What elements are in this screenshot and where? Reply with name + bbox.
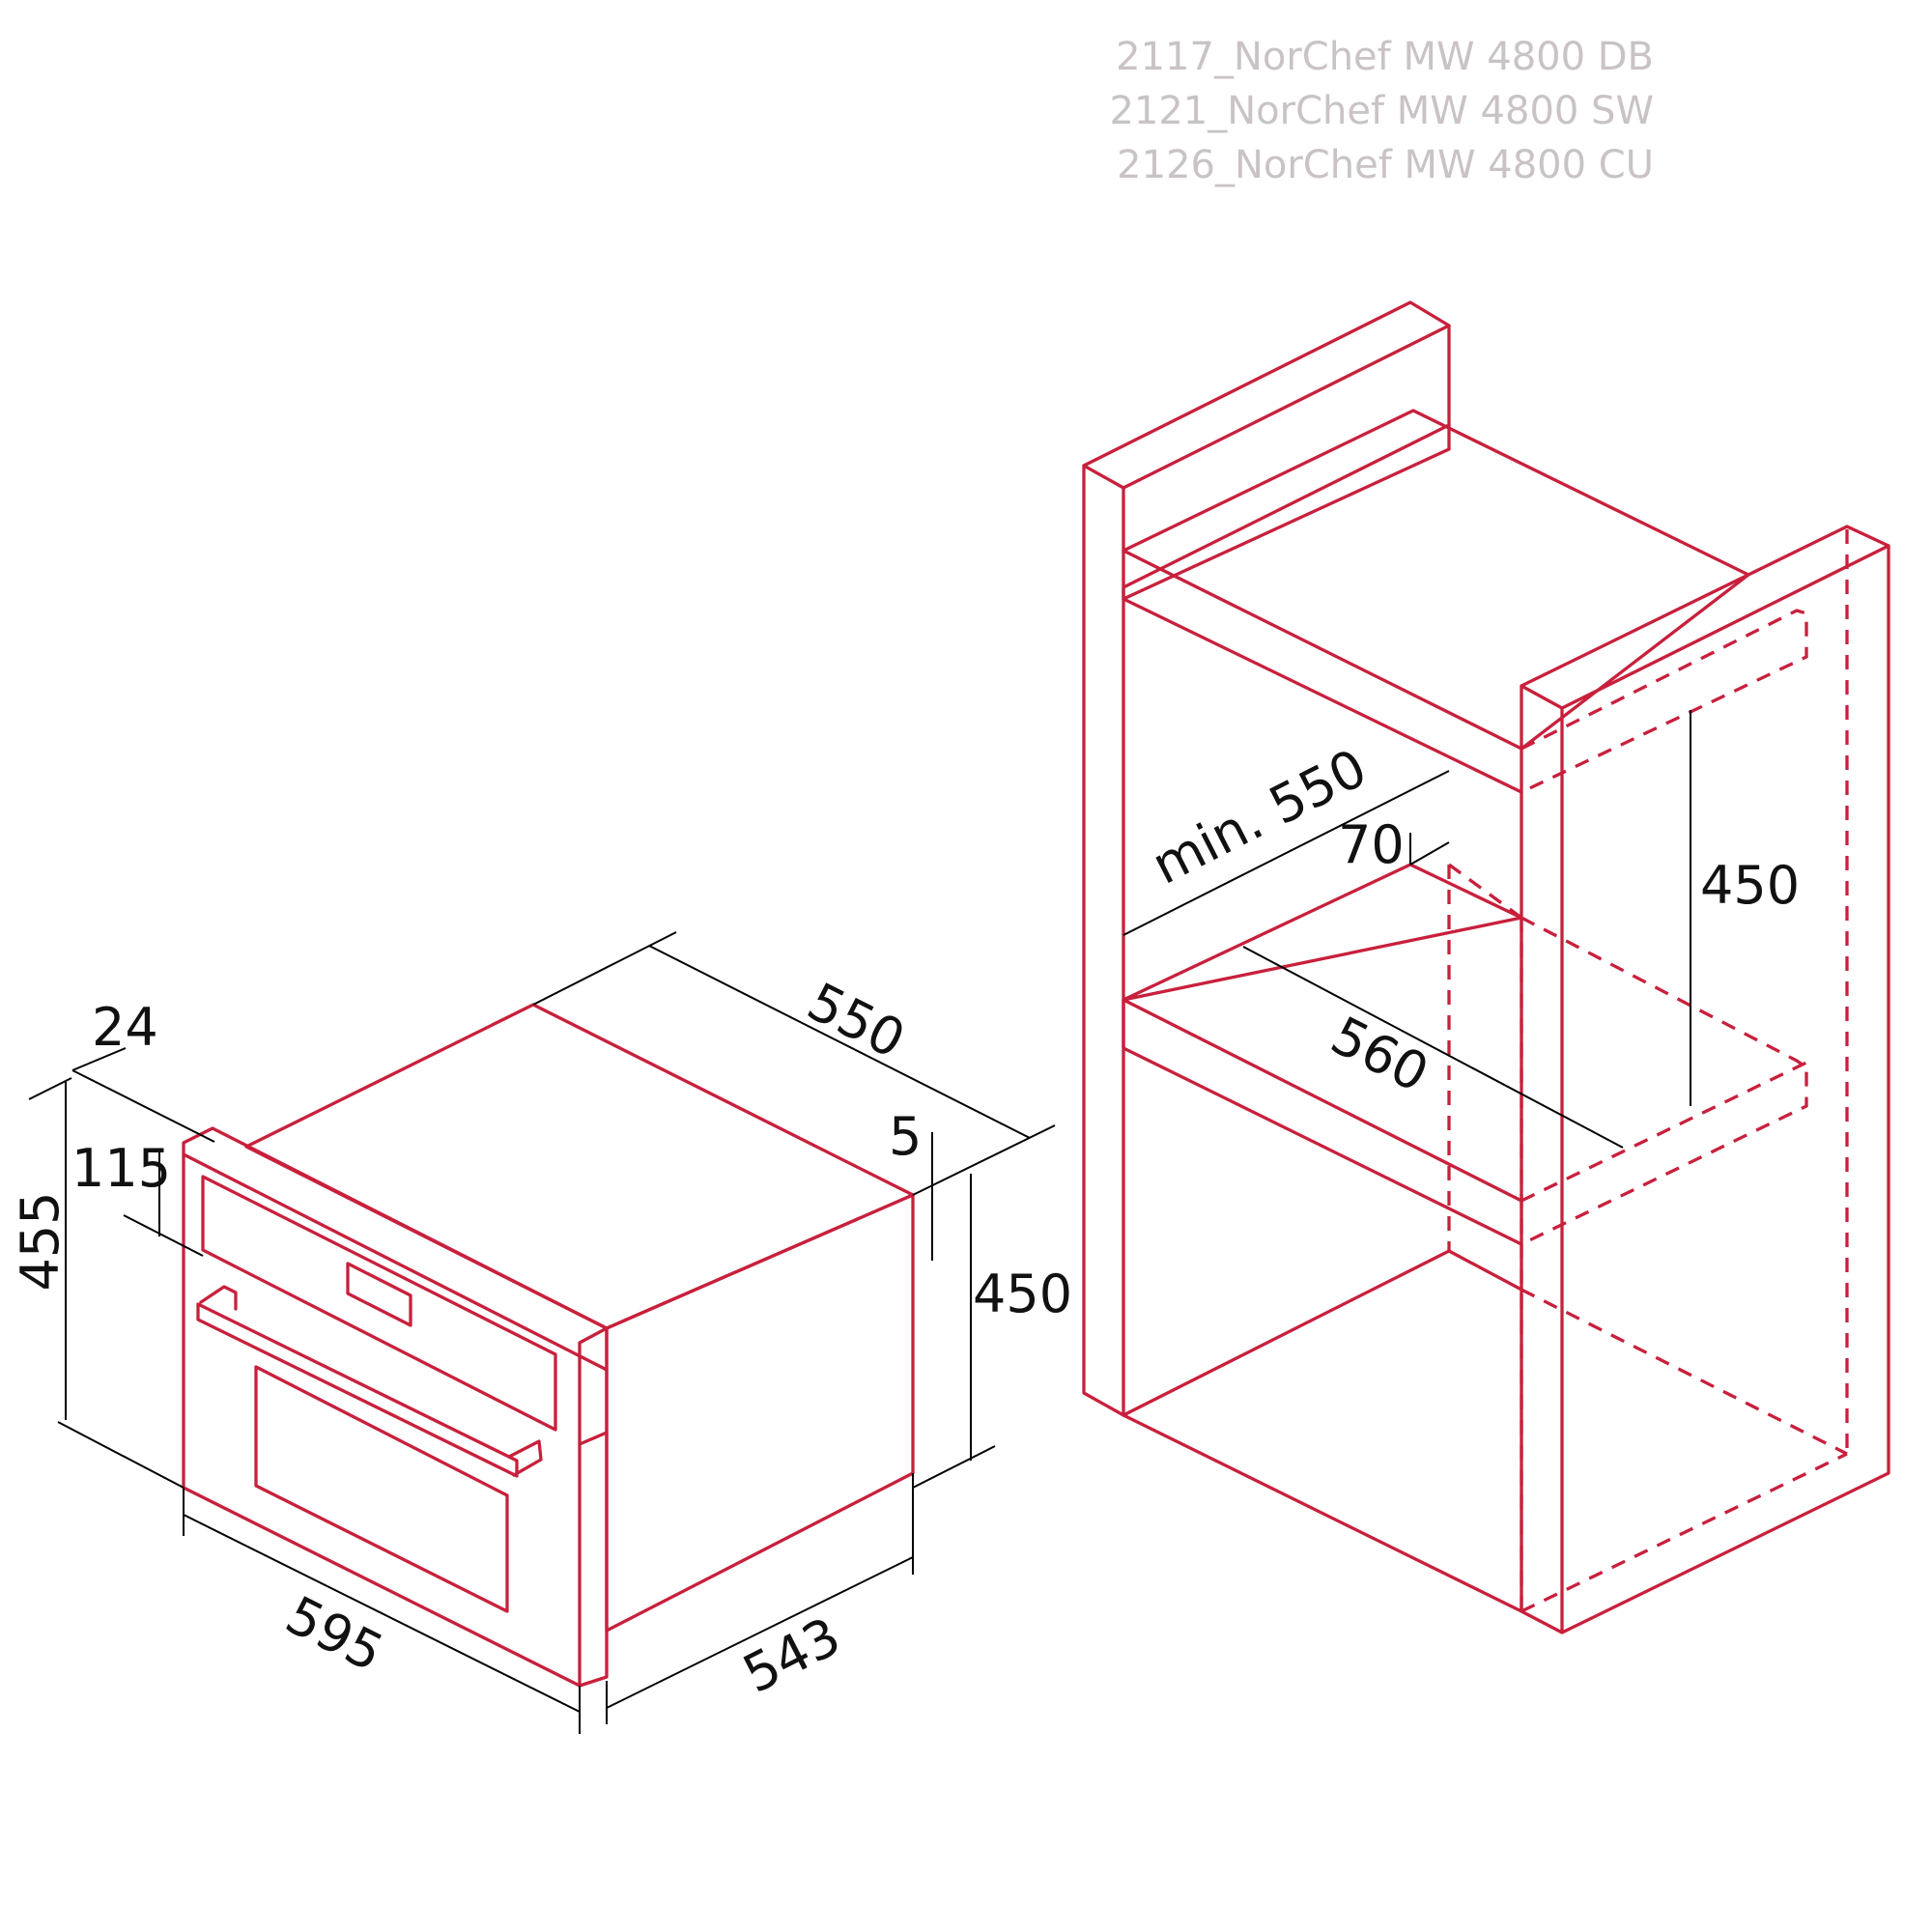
niche-right-panel (1520, 525, 1890, 1634)
display-window (346, 1262, 412, 1327)
appliance-drawing: 24 115 455 550 5 450 595 543 (10, 931, 1072, 1734)
dim-front-thickness: 24 (92, 997, 158, 1058)
dim-gap: 5 (889, 1106, 922, 1167)
dim-front-width: 595 (276, 1584, 392, 1684)
dim-rear-gap: 70 (1338, 814, 1405, 875)
model-line-3: 2126_NorChef MW 4800 CU (1117, 143, 1654, 187)
dim-total-height: 455 (10, 1191, 71, 1291)
dim-niche-height: 450 (1700, 855, 1800, 916)
niche-middle-shelf (1122, 863, 1523, 1002)
appliance-side-surface (605, 1193, 915, 1633)
door-window (254, 1365, 509, 1613)
door-handle (196, 1302, 519, 1478)
appliance-front-edge (578, 1326, 609, 1688)
dim-depth-top: 550 (798, 971, 914, 1070)
niche-drawing: min. 550 70 560 450 (1082, 300, 1890, 1634)
appliance-front-panel (182, 1126, 609, 1688)
control-strip (201, 1175, 557, 1432)
handle-end-left (199, 1285, 238, 1311)
dim-niche-width: 560 (1321, 1005, 1437, 1104)
handle-end-right (507, 1439, 543, 1477)
dim-panel-height: 115 (71, 1138, 171, 1199)
appliance-dimension-lines (28, 931, 1056, 1734)
niche-dimension-lines (1122, 710, 1691, 1149)
model-list: 2117_NorChef MW 4800 DB 2121_NorChef MW … (1109, 35, 1654, 187)
model-line-2: 2121_NorChef MW 4800 SW (1109, 89, 1654, 133)
control-panel-bottom (578, 1431, 609, 1446)
niche-left-panel (1082, 300, 1451, 1417)
dim-body-depth: 543 (733, 1605, 849, 1705)
niche-top-shelf (1122, 409, 1750, 751)
control-panel-divider (182, 1152, 609, 1372)
model-line-1: 2117_NorChef MW 4800 DB (1116, 35, 1654, 79)
dim-body-height: 450 (973, 1264, 1072, 1324)
